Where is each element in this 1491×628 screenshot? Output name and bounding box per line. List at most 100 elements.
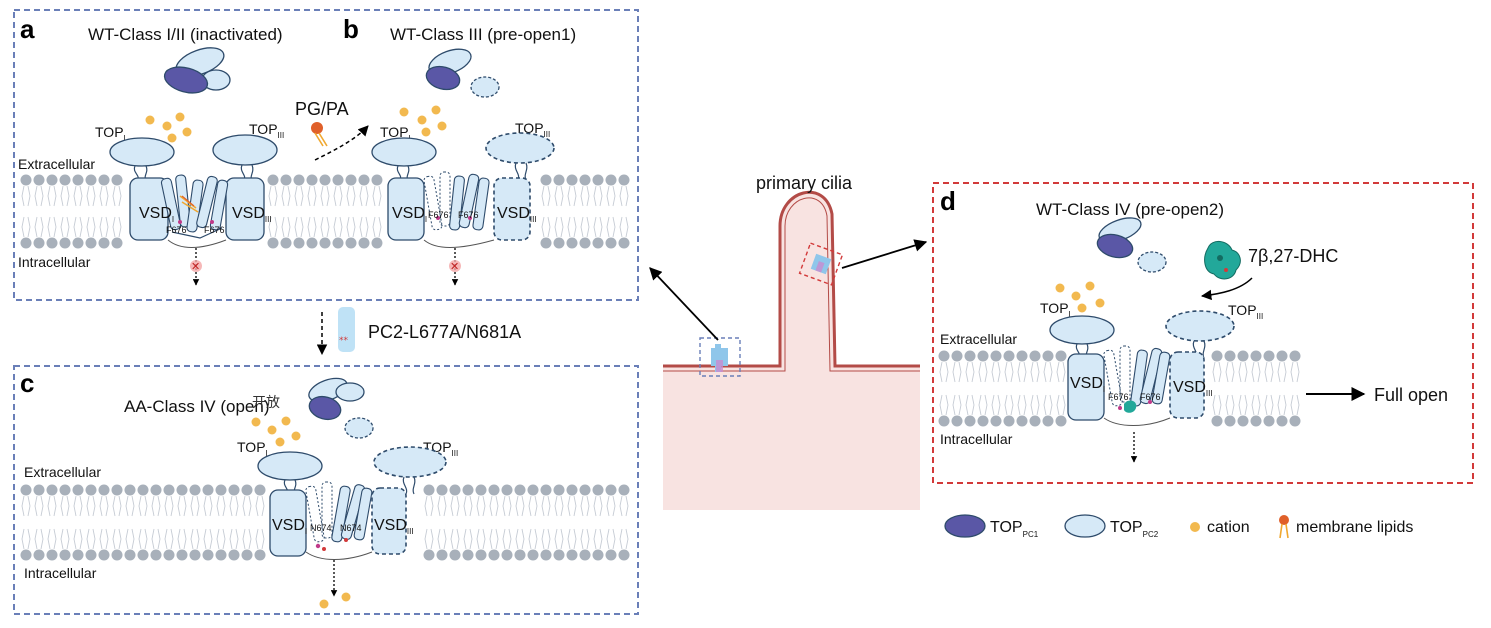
membrane-lipid-tail	[567, 185, 577, 207]
membrane-lipid-tail	[619, 216, 629, 238]
legend-lipid-label: membrane lipids	[1296, 519, 1413, 536]
membrane-bead	[215, 549, 227, 561]
membrane-bead	[951, 415, 963, 427]
membrane-bead	[267, 174, 279, 186]
membrane-lipid-tail	[606, 185, 616, 207]
membrane-bead	[566, 237, 578, 249]
panel-c-extracellular: Extracellular	[24, 464, 101, 480]
membrane-lipid-tail	[528, 528, 538, 550]
membrane-bead	[163, 484, 175, 496]
membrane-lipid-tail	[34, 185, 44, 207]
membrane-bead	[488, 484, 500, 496]
svg-text:✕: ✕	[191, 261, 200, 273]
membrane-bead	[98, 549, 110, 561]
membrane-lipid-tail	[86, 528, 96, 550]
membrane-bead	[150, 484, 162, 496]
membrane-bead	[566, 174, 578, 186]
membrane-lipid-tail	[47, 528, 57, 550]
panel-b-vsd-left: VSDI	[392, 205, 427, 224]
membrane-lipid-tail	[991, 394, 1001, 416]
membrane-bead	[46, 174, 58, 186]
membrane-bead	[228, 484, 240, 496]
membrane-bead	[33, 549, 45, 561]
membrane-bead	[514, 549, 526, 561]
membrane-lipid-tail	[359, 185, 369, 207]
membrane-lipid-tail	[1251, 361, 1261, 383]
membrane-lipid-tail	[593, 528, 603, 550]
membrane-bead	[293, 174, 305, 186]
panel-d-vsd-left: VSDI	[1070, 375, 1105, 394]
panel-c-top-left-label: TOPI	[237, 439, 268, 458]
membrane-bead	[1042, 350, 1054, 362]
membrane-lipid-tail	[138, 495, 148, 517]
membrane-lipid-tail	[21, 495, 31, 517]
membrane-bead	[46, 549, 58, 561]
membrane-bead	[228, 549, 240, 561]
membrane-bead	[951, 350, 963, 362]
membrane-bead	[1016, 415, 1028, 427]
membrane-bead	[605, 237, 617, 249]
membrane-bead	[1055, 415, 1067, 427]
membrane-bead	[72, 484, 84, 496]
membrane-bead	[241, 549, 253, 561]
membrane-bead	[1055, 350, 1067, 362]
membrane-bead	[371, 174, 383, 186]
svg-text:✕: ✕	[450, 261, 459, 273]
membrane-bead	[475, 484, 487, 496]
panel-d-cations	[1055, 281, 1105, 313]
membrane-lipid-tail	[580, 216, 590, 238]
membrane-bead	[566, 484, 578, 496]
legend-cation-label: cation	[1207, 519, 1250, 536]
membrane-bead	[98, 174, 110, 186]
panel-d-extracellular: Extracellular	[940, 331, 1017, 347]
membrane-lipid-tail	[952, 361, 962, 383]
membrane-bead	[46, 237, 58, 249]
panel-d-outcome: Full open	[1374, 385, 1448, 405]
membrane-bead	[579, 174, 591, 186]
membrane-lipid-tail	[515, 495, 525, 517]
panel-a-top-complex	[163, 47, 231, 94]
membrane-lipid-tail	[619, 185, 629, 207]
membrane-lipid-tail	[476, 528, 486, 550]
membrane-lipid-tail	[978, 394, 988, 416]
panel-a-cations	[145, 112, 192, 143]
membrane-bead	[1224, 415, 1236, 427]
membrane-lipid-tail	[307, 185, 317, 207]
membrane-bead	[964, 350, 976, 362]
membrane-bead	[527, 549, 539, 561]
primary-cilia-label: primary cilia	[756, 173, 853, 193]
membrane-lipid-tail	[99, 216, 109, 238]
membrane-lipid-tail	[34, 528, 44, 550]
panel-d-channel	[1049, 310, 1235, 463]
panel-a-letter: a	[20, 14, 35, 44]
panel-b-top-right-label: TOPIII	[515, 120, 550, 139]
membrane-bead	[319, 174, 331, 186]
membrane-bead	[150, 549, 162, 561]
membrane-bead	[618, 484, 630, 496]
membrane-lipid-tail	[307, 216, 317, 238]
membrane-bead	[1237, 350, 1249, 362]
membrane-bead	[20, 549, 32, 561]
membrane-lipid-tail	[164, 528, 174, 550]
membrane-lipid-tail	[1017, 394, 1027, 416]
membrane-lipid-tail	[515, 528, 525, 550]
membrane-bead	[1237, 415, 1249, 427]
membrane-bead	[111, 549, 123, 561]
membrane-bead	[280, 174, 292, 186]
membrane-bead	[1276, 350, 1288, 362]
membrane-bead	[514, 484, 526, 496]
membrane-lipid-tail	[1004, 394, 1014, 416]
membrane-lipid-tail	[489, 528, 499, 550]
membrane-bead	[1263, 415, 1275, 427]
panel-b-res-left: F676	[428, 210, 449, 220]
membrane-bead	[1029, 415, 1041, 427]
panel-c-box	[13, 365, 639, 615]
membrane-bead	[124, 484, 136, 496]
mutant-helix-icon: **	[338, 307, 355, 352]
membrane-bead	[111, 237, 123, 249]
panel-a-b-box	[13, 9, 639, 301]
membrane-lipid-tail	[73, 216, 83, 238]
membrane-bead	[488, 549, 500, 561]
panel-b-channel: ✕	[371, 132, 555, 286]
membrane-bead	[176, 549, 188, 561]
